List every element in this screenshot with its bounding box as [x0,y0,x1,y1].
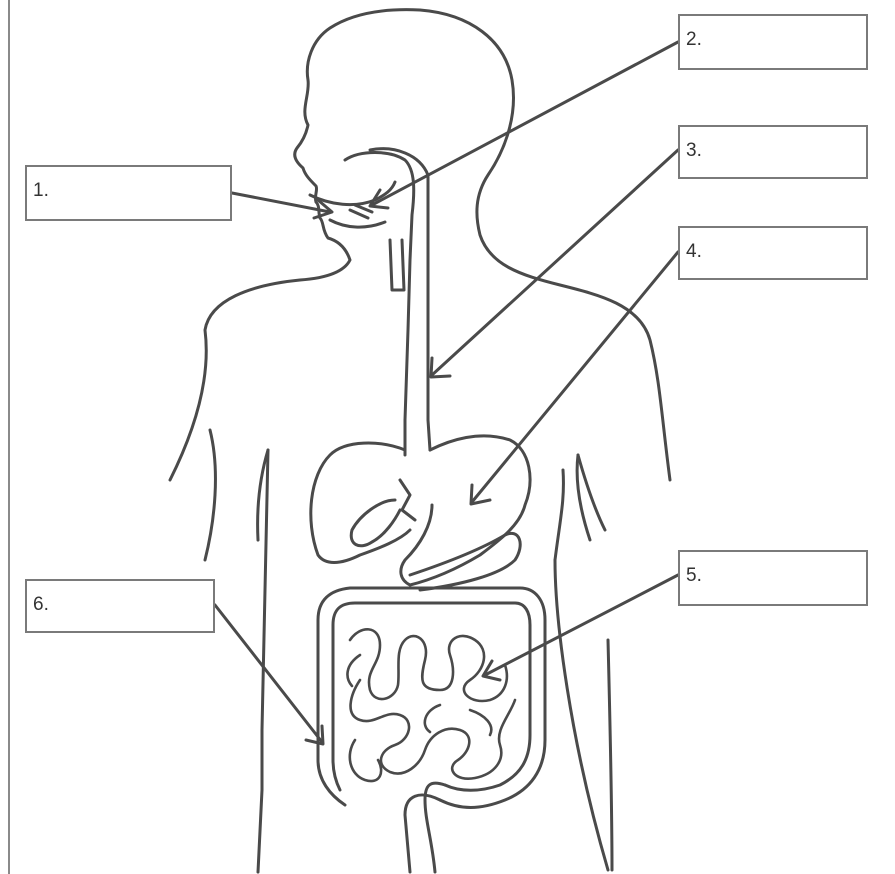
label-number-1: 1. [33,180,49,202]
esophagus [370,149,430,455]
arm-outline-right [555,560,608,870]
tongue-mark [350,205,372,218]
label-box-2[interactable]: 2. [678,14,868,70]
leader-line-3 [432,150,678,375]
leader-line-5 [485,575,678,675]
label-box-6[interactable]: 6. [25,579,215,633]
rectum [405,783,445,872]
leader-line-6 [215,605,322,742]
label-number-6: 6. [33,594,49,616]
label-number-2: 2. [686,29,702,51]
trachea [390,240,404,290]
small-intestine [347,629,515,781]
label-number-4: 4. [686,241,702,263]
leader-line-2 [372,42,678,205]
label-box-4[interactable]: 4. [678,226,868,280]
gallbladder [351,500,400,546]
label-number-5: 5. [686,565,702,587]
label-box-3[interactable]: 3. [678,125,868,179]
label-number-3: 3. [686,140,702,162]
label-box-1[interactable]: 1. [25,165,232,221]
arm-crease-right [578,455,605,530]
label-box-5[interactable]: 5. [678,550,868,606]
head-and-body-outline [170,10,670,872]
bile-duct [400,480,415,520]
